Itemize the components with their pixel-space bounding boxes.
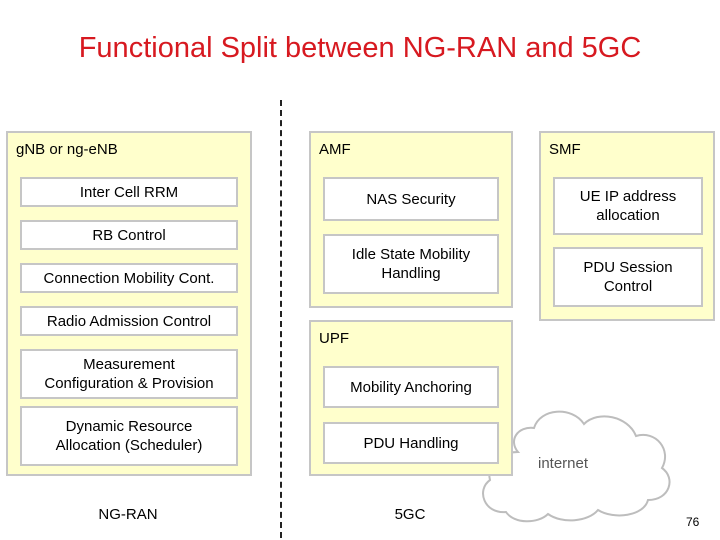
function-idle-state-mobility: Idle State Mobility Handling — [323, 234, 499, 294]
function-rb-control: RB Control — [20, 220, 238, 250]
upf-panel: UPF Mobility Anchoring PDU Handling — [309, 320, 513, 476]
smf-panel-label: SMF — [549, 141, 581, 158]
gnb-panel: gNB or ng-eNB Inter Cell RRM RB Control … — [6, 131, 252, 476]
5gc-label: 5GC — [394, 506, 426, 523]
smf-panel: SMF UE IP address allocation PDU Session… — [539, 131, 715, 321]
function-pdu-handling: PDU Handling — [323, 422, 499, 464]
amf-panel: AMF NAS Security Idle State Mobility Han… — [309, 131, 513, 308]
ran-core-divider — [280, 100, 282, 538]
upf-panel-label: UPF — [319, 330, 349, 347]
gnb-panel-label: gNB or ng-eNB — [16, 141, 118, 158]
function-nas-security: NAS Security — [323, 177, 499, 221]
internet-label: internet — [538, 455, 589, 472]
function-connection-mobility: Connection Mobility Cont. — [20, 263, 238, 293]
function-inter-cell-rrm: Inter Cell RRM — [20, 177, 238, 207]
function-dynamic-resource: Dynamic Resource Allocation (Scheduler) — [20, 406, 238, 466]
function-ue-ip-allocation: UE IP address allocation — [553, 177, 703, 235]
page-number: 76 — [686, 515, 700, 529]
ng-ran-label: NG-RAN — [98, 506, 158, 523]
function-mobility-anchoring: Mobility Anchoring — [323, 366, 499, 408]
amf-panel-label: AMF — [319, 141, 351, 158]
function-pdu-session-control: PDU Session Control — [553, 247, 703, 307]
function-measurement-config: Measurement Configuration & Provision — [20, 349, 238, 399]
slide-title: Functional Split between NG-RAN and 5GC — [78, 32, 642, 64]
internet-cloud-icon — [482, 410, 671, 523]
function-radio-admission: Radio Admission Control — [20, 306, 238, 336]
